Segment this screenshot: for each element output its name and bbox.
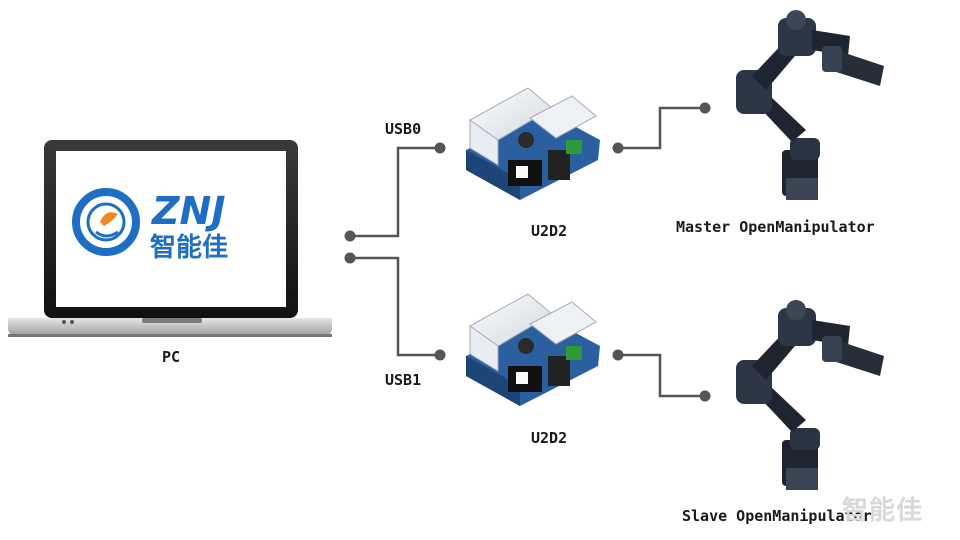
connector-lines xyxy=(350,106,705,398)
pc-port-dot-top xyxy=(344,230,356,242)
u2d2-top-in-dot xyxy=(434,142,446,154)
usb0-label: USB0 xyxy=(385,120,422,138)
znj-logo xyxy=(72,188,140,256)
usb1-label: USB1 xyxy=(385,371,422,389)
master-dot xyxy=(699,102,711,114)
usb1-line xyxy=(350,256,440,357)
slave-robot-arm xyxy=(736,300,884,490)
u2d2-bottom-label: U2D2 xyxy=(531,429,568,447)
pc-port-dot-bottom xyxy=(344,252,356,264)
laptop-base xyxy=(8,318,332,336)
u2d2-top-out-dot xyxy=(612,142,624,154)
slave-line xyxy=(618,353,705,398)
slave-label: Slave OpenManipulator xyxy=(682,507,872,525)
slave-dot xyxy=(699,390,711,402)
logo-brand-cn-text: 智能佳 xyxy=(150,232,228,263)
u2d2-bottom-in-dot xyxy=(434,349,446,361)
u2d2-bottom-out-dot xyxy=(612,349,624,361)
master-line xyxy=(618,106,705,150)
logo-brand-text: ZNJ xyxy=(151,189,226,233)
pc-label: PC xyxy=(162,348,181,366)
usb0-line xyxy=(350,146,440,238)
u2d2-top-label: U2D2 xyxy=(531,222,568,240)
connector-dots xyxy=(344,102,711,402)
master-label: Master OpenManipulator xyxy=(676,218,875,236)
watermark: 智能佳 xyxy=(842,496,924,526)
u2d2-board-top xyxy=(466,87,600,200)
u2d2-board-bottom xyxy=(466,293,600,406)
master-robot-arm xyxy=(736,10,884,200)
